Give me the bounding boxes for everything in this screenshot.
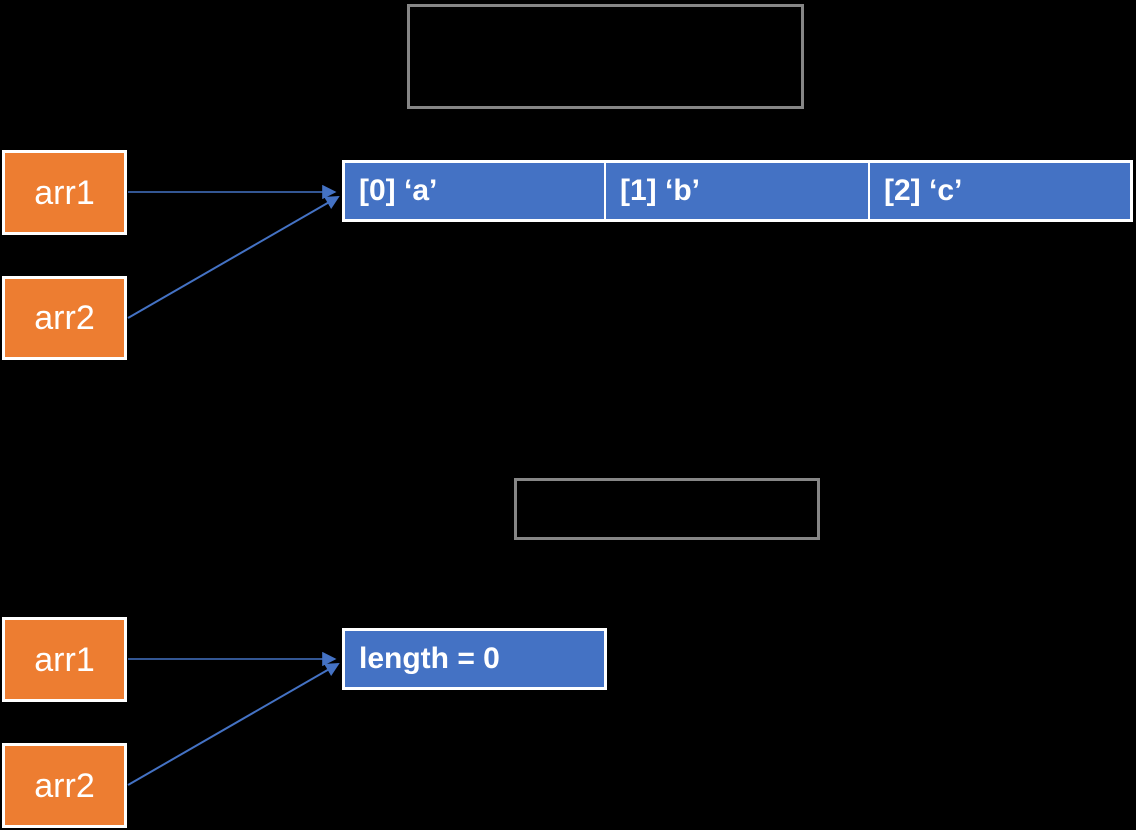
variable-box-arr1-bottom[interactable]: arr1 — [2, 617, 127, 702]
array-cell-2-label: [2] ‘c’ — [884, 174, 963, 207]
variable-box-arr1-bottom-label: arr1 — [34, 640, 95, 679]
arrow-arr2-to-array — [127, 196, 340, 319]
placeholder-box-top — [407, 4, 804, 109]
array-object-top[interactable]: [0] ‘a’ [1] ‘b’ [2] ‘c’ — [342, 160, 1133, 222]
variable-box-arr1-top-label: arr1 — [34, 173, 95, 212]
placeholder-box-bottom — [514, 478, 820, 540]
length-field-label: length = 0 — [359, 642, 500, 675]
length-field-box[interactable]: length = 0 — [342, 628, 607, 690]
variable-box-arr2-top[interactable]: arr2 — [2, 276, 127, 360]
arrow-arr2-to-length — [127, 663, 340, 786]
array-cell-1[interactable]: [1] ‘b’ — [604, 163, 868, 219]
variable-box-arr2-bottom-label: arr2 — [34, 766, 95, 805]
array-cell-0-label: [0] ‘a’ — [359, 174, 438, 207]
array-cell-0[interactable]: [0] ‘a’ — [345, 163, 604, 219]
array-cell-2[interactable]: [2] ‘c’ — [868, 163, 1130, 219]
variable-box-arr2-top-label: arr2 — [34, 299, 95, 337]
variable-box-arr1-top[interactable]: arr1 — [2, 150, 127, 235]
array-cell-1-label: [1] ‘b’ — [620, 174, 700, 207]
variable-box-arr2-bottom[interactable]: arr2 — [2, 743, 127, 828]
